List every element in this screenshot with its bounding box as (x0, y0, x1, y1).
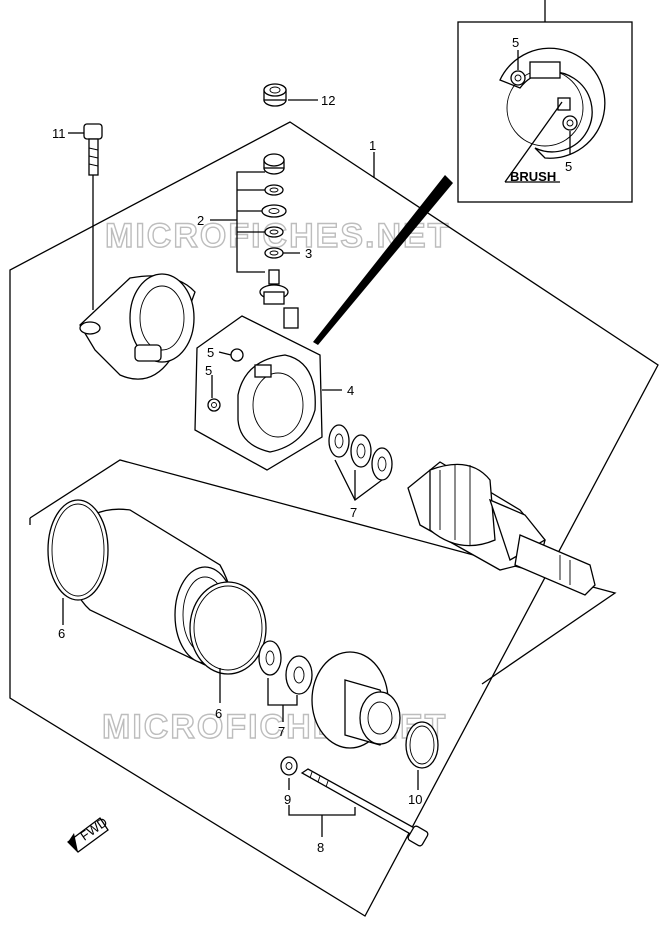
callout-3: 3 (305, 246, 312, 261)
part-6-o-ring-left (47, 499, 109, 601)
callout-1: 1 (369, 138, 376, 153)
part-12-nut (263, 83, 287, 107)
leader-2 (236, 171, 265, 273)
callout-7-upper: 7 (350, 505, 357, 520)
detail-callout-5-bottom: 5 (565, 159, 572, 174)
callout-4: 4 (347, 383, 354, 398)
armature (407, 461, 596, 596)
brush-plate-detail (499, 47, 606, 183)
part-8-long-bolt (300, 768, 429, 847)
detail-pointer (313, 175, 453, 345)
yoke-group-outline (29, 459, 617, 685)
part-9-washer (280, 756, 298, 776)
part-4-brush-holder (207, 348, 316, 453)
front-bracket (311, 651, 401, 749)
callout-8: 8 (317, 840, 324, 855)
end-cover (79, 273, 196, 380)
callout-12: 12 (321, 93, 335, 108)
brush-label: BRUSH (510, 169, 556, 184)
part-6-o-ring-right (189, 581, 267, 675)
fwd-arrow (67, 817, 109, 853)
part-7-washers-upper (328, 424, 393, 481)
brush-holder-group-outline (194, 315, 323, 471)
callout-2: 2 (197, 213, 204, 228)
callout-10: 10 (408, 792, 422, 807)
callout-5-upper: 5 (207, 345, 214, 360)
assembly-outline (9, 121, 659, 917)
callout-5-lower: 5 (205, 363, 212, 378)
part-7-washers-lower (258, 640, 313, 695)
callout-6-left: 6 (58, 626, 65, 641)
callout-9: 9 (284, 792, 291, 807)
callout-11: 11 (52, 126, 66, 141)
part-11-bolt (83, 123, 103, 176)
callout-7-lower: 7 (278, 724, 285, 739)
detail-callout-5-top: 5 (512, 35, 519, 50)
callout-6-right: 6 (215, 706, 222, 721)
part-10-o-ring (405, 721, 439, 769)
terminal-nut-stack (259, 153, 299, 329)
